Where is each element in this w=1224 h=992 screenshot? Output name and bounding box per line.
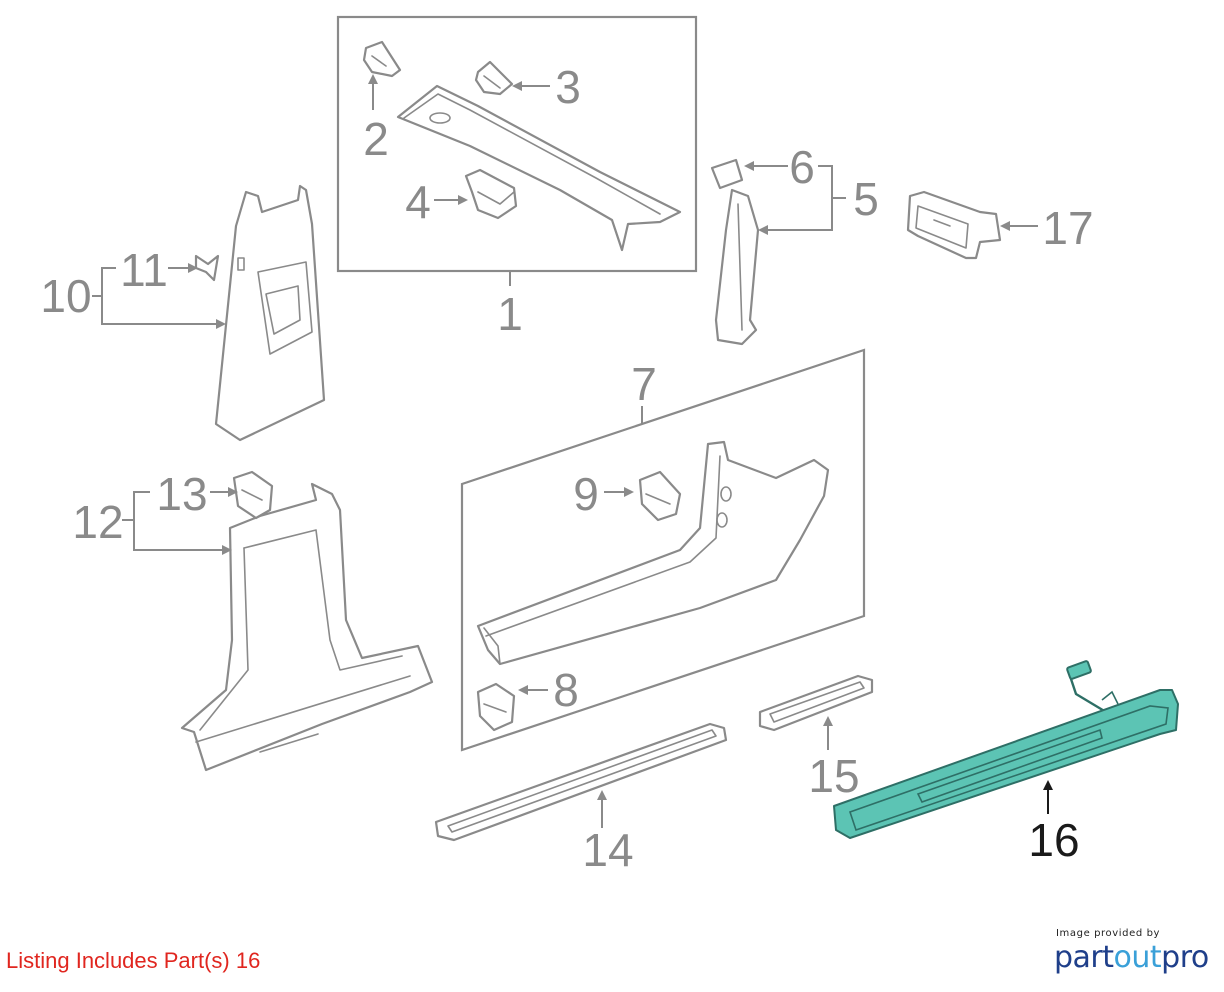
callout-16: 16 (1028, 814, 1079, 866)
listing-includes-text: Listing Includes Part(s) 16 (6, 948, 261, 973)
callout-17: 17 (1042, 202, 1093, 254)
part-11-clip[interactable] (194, 254, 220, 282)
part-7-sill-panel[interactable] (476, 440, 830, 666)
brand-pro: pro (1161, 940, 1209, 975)
callout-10: 10 (40, 270, 91, 322)
part-5-trim[interactable] (714, 188, 760, 346)
part-12-pillar-trim[interactable] (180, 482, 434, 772)
callout-6: 6 (789, 141, 815, 193)
callout-1: 1 (497, 288, 523, 340)
callout-8: 8 (553, 664, 579, 716)
callout-15: 15 (808, 750, 859, 802)
part-8-clip[interactable] (476, 682, 516, 732)
part-15-scuff-plate[interactable] (758, 674, 874, 732)
partoutpro-logo: partoutpro (1054, 940, 1209, 975)
callout-5: 5 (853, 173, 879, 225)
callout-13: 13 (156, 468, 207, 520)
part-17-switch[interactable] (906, 190, 1002, 260)
part-10-pillar-trim[interactable] (214, 184, 326, 442)
part-13-clip[interactable] (232, 470, 274, 520)
part-3-clip[interactable] (474, 60, 514, 96)
callout-2: 2 (363, 113, 389, 165)
callout-4: 4 (405, 176, 431, 228)
callout-11: 11 (120, 244, 168, 296)
part-6-clip[interactable] (710, 158, 744, 190)
part-4-clip[interactable] (464, 168, 518, 220)
group-box-1 (336, 15, 698, 286)
callout-14: 14 (582, 824, 633, 876)
callout-3: 3 (555, 61, 581, 113)
group-box-7 (460, 348, 866, 752)
part-16-illuminated-sill-plate[interactable] (833, 660, 1179, 839)
callout-7: 7 (631, 358, 657, 410)
part-14-scuff-plate[interactable] (434, 722, 728, 842)
image-credit-text: Image provided by (1056, 928, 1161, 939)
part-2-clip[interactable] (362, 40, 402, 78)
brand-out: out (1113, 940, 1162, 975)
brand-part: part (1054, 940, 1114, 975)
part-9-clip[interactable] (638, 470, 682, 522)
callout-9: 9 (573, 468, 599, 520)
part-1-pillar-trim[interactable] (396, 84, 682, 252)
callout-12: 12 (72, 496, 123, 548)
